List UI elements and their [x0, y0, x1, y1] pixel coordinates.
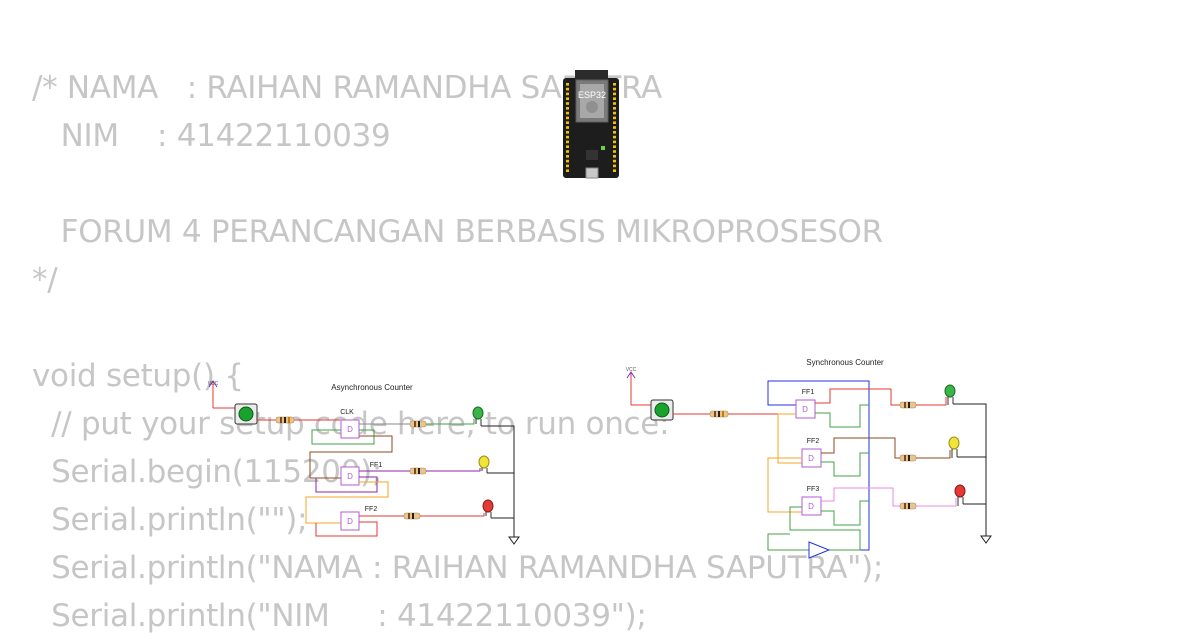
pushbutton[interactable]: [650, 399, 674, 421]
svg-text:D: D: [808, 502, 814, 511]
header-pin: [566, 111, 569, 115]
header-pin: [566, 145, 569, 148]
header-pin: [613, 131, 616, 134]
header-pin: [566, 169, 569, 172]
resistor: [899, 401, 917, 409]
code-line: Serial.println("");: [32, 502, 308, 538]
sync-counter-title: Synchronous Counter: [806, 358, 884, 367]
header-pin: [613, 97, 616, 100]
header-pin: [566, 164, 569, 168]
header-pin: [566, 83, 569, 86]
d-flipflop[interactable]: D: [340, 511, 360, 531]
code-line: */: [32, 262, 58, 298]
led-yellow[interactable]: [478, 455, 490, 473]
buffer-gate[interactable]: [808, 541, 831, 559]
led-yellow[interactable]: [948, 436, 960, 458]
header-pin: [613, 87, 616, 91]
esp32-board[interactable]: ESP32: [563, 70, 619, 179]
header-pin: [566, 140, 569, 144]
ff-label-ff3: FF3: [807, 486, 820, 493]
header-pin: [613, 83, 616, 86]
header-pin: [613, 164, 616, 168]
header-pin: [613, 111, 616, 115]
header-pin: [613, 102, 616, 105]
header-pin: [566, 135, 569, 139]
header-pin: [613, 155, 616, 158]
header-pin: [566, 116, 569, 120]
header-pin: [613, 145, 616, 148]
resistor: [899, 502, 917, 510]
vcc-symbol: VCC: [626, 367, 637, 405]
ground-symbol: [508, 536, 520, 545]
svg-text:D: D: [802, 405, 808, 414]
ff-label-clk: CLK: [340, 409, 354, 416]
header-pin: [566, 102, 569, 105]
code-line: Serial.println("NAMA : RAIHAN RAMANDHA S…: [32, 550, 884, 586]
async-counter-title: Asynchronous Counter: [331, 383, 413, 392]
svg-text:D: D: [347, 472, 353, 481]
header-pin: [613, 92, 616, 96]
header-pin: [613, 135, 616, 139]
header-pin: [566, 150, 569, 153]
vcc-symbol: VCC: [208, 380, 219, 408]
header-pin: [566, 155, 569, 158]
header-pin: [613, 116, 616, 120]
ff-label-ff2: FF2: [365, 506, 378, 513]
header-pin: [566, 121, 569, 124]
led-red[interactable]: [482, 499, 494, 518]
led-green[interactable]: [472, 406, 484, 426]
board-label: ESP32: [578, 90, 606, 100]
resistor: [275, 416, 295, 424]
d-flipflop[interactable]: D: [795, 399, 816, 419]
header-pin: [566, 97, 569, 100]
ground-symbol: [980, 535, 992, 544]
svg-text:D: D: [347, 425, 353, 434]
resistor: [409, 420, 427, 428]
code-line: Serial.println("NIM : 41422110039");: [32, 598, 647, 634]
code-line: void setup() {: [32, 358, 244, 394]
header-pin: [613, 159, 616, 163]
resistor: [709, 410, 729, 418]
header-pin: [613, 107, 616, 110]
header-pin: [566, 87, 569, 91]
header-pin: [566, 107, 569, 110]
header-pin: [613, 150, 616, 153]
resistor: [899, 454, 917, 462]
code-line: NIM : 41422110039: [32, 118, 391, 154]
header-pin: [613, 121, 616, 124]
pushbutton[interactable]: [234, 403, 258, 425]
ff-label-ff1: FF1: [802, 389, 815, 396]
header-pin: [566, 131, 569, 134]
code-line: Serial.begin(115200);: [32, 454, 383, 490]
d-flipflop[interactable]: D: [801, 496, 822, 516]
svg-text:VCC: VCC: [626, 367, 637, 373]
header-pin: [566, 92, 569, 96]
header-pin: [566, 159, 569, 163]
d-flipflop[interactable]: D: [340, 466, 360, 486]
svg-text:VCC: VCC: [208, 381, 219, 387]
resistor: [409, 467, 427, 475]
sync-counter-circuit[interactable]: Synchronous Counter VCC FF1 D: [626, 358, 992, 559]
resistor: [403, 512, 421, 520]
async-counter-circuit[interactable]: Asynchronous Counter VCC CLK D: [208, 380, 520, 545]
led-green[interactable]: [944, 384, 956, 405]
ff-label-ff2: FF2: [807, 438, 820, 445]
led-red[interactable]: [954, 484, 966, 506]
svg-text:D: D: [808, 454, 814, 463]
header-pin: [613, 140, 616, 144]
ff-label-ff1: FF1: [370, 462, 383, 469]
header-pin: [613, 169, 616, 172]
d-flipflop[interactable]: D: [340, 419, 360, 439]
header-pin: [566, 126, 569, 129]
svg-text:D: D: [347, 517, 353, 526]
code-line: FORUM 4 PERANCANGAN BERBASIS MIKROPROSES…: [32, 214, 884, 250]
d-flipflop[interactable]: D: [801, 448, 822, 468]
header-pin: [613, 126, 616, 129]
